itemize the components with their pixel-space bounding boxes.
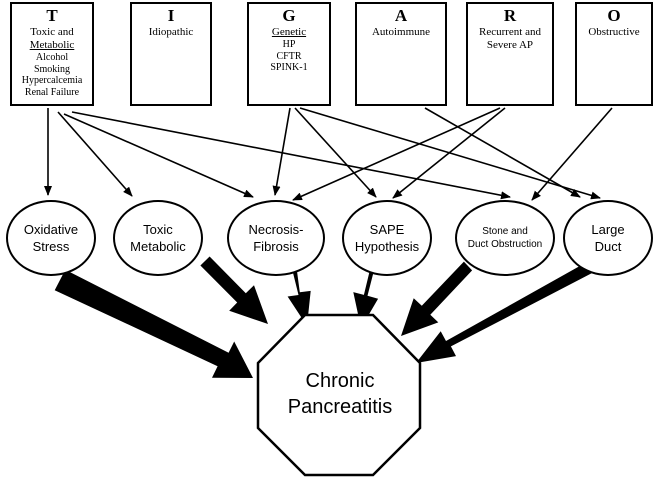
outcome-line: Pancreatitis [287, 396, 393, 418]
cause-item: Hypercalcemia [21, 75, 83, 86]
oval-line: Metabolic [130, 239, 186, 254]
chronic-pancreatitis-octagon [256, 313, 422, 477]
oval-sape-hypothesis: SAPE Hypothesis [342, 200, 432, 276]
box-label: Recurrent and [479, 26, 541, 38]
cause-item: Alcohol [35, 52, 69, 63]
thick-arrow-sape [353, 269, 379, 328]
cause-item: HP [282, 39, 296, 50]
thick-arrow-necrosis [287, 271, 311, 326]
oval-line: Fibrosis [253, 239, 299, 254]
box-recurrent-severe-ap: R Recurrent and Severe AP [466, 2, 554, 106]
box-genetic: G Genetic HP CFTR SPINK-1 [247, 2, 331, 106]
box-toxic-metabolic: T Toxic and Metabolic Alcohol Smoking Hy… [10, 2, 94, 106]
thick-arrow-largeduct [416, 258, 599, 363]
oval-line: Toxic [143, 222, 173, 237]
oval-necrosis-fibrosis: Necrosis- Fibrosis [227, 200, 325, 276]
box-label: Obstructive [588, 26, 640, 38]
box-letter: R [503, 6, 517, 25]
arrow-recurrent-to-sape [392, 107, 506, 199]
arrow-toxic-to-necrosis [63, 113, 254, 198]
outcome-line: Chronic [305, 370, 375, 392]
arrow-autoimmune-to-stone [424, 107, 581, 198]
cause-item: Renal Failure [24, 86, 80, 98]
arrow-recurrent-to-necrosis [292, 107, 501, 201]
box-letter: A [394, 6, 408, 25]
oval-line: SAPE [369, 222, 405, 237]
box-label-underlined: Genetic [271, 26, 307, 38]
box-obstructive: O Obstructive [575, 2, 653, 106]
arrow-toxic-to-stone [71, 111, 511, 200]
box-label: Severe AP [486, 39, 534, 51]
box-label: Toxic and [30, 26, 74, 38]
oval-line: Stone and [482, 226, 528, 237]
arrow-obstructive-to-stone [531, 107, 613, 201]
box-autoimmune: A Autoimmune [355, 2, 447, 106]
oval-line: Duct [594, 239, 622, 254]
box-letter: I [167, 6, 175, 25]
box-letter: O [607, 6, 621, 25]
oval-line: Stress [32, 239, 70, 254]
box-label: Autoimmune [371, 26, 431, 38]
cause-item: CFTR [276, 50, 302, 62]
arrow-toxic-to-toxicmetabolic [57, 111, 133, 197]
oval-line: Oxidative [23, 222, 79, 237]
arrow-genetic-to-sape [294, 107, 377, 198]
box-letter: G [282, 6, 296, 25]
cause-item: SPINK-1 [270, 62, 308, 73]
thick-arrow-oxidative [54, 269, 254, 378]
box-label: Idiopathic [148, 26, 194, 38]
chronic-pancreatitis-label: Chronic Pancreatitis [265, 368, 415, 420]
oval-line: Hypothesis [354, 239, 420, 254]
oval-line: Duct Obstruction [467, 239, 543, 250]
box-letter: T [46, 6, 58, 25]
box-idiopathic: I Idiopathic [130, 2, 212, 106]
box-label-underlined: Metabolic [29, 39, 75, 51]
arrow-genetic-to-necrosis [272, 107, 291, 196]
oval-line: Necrosis- [248, 222, 304, 237]
cause-item: Smoking [33, 63, 71, 75]
oval-line: Large [591, 222, 625, 237]
thick-arrow-stone [401, 261, 473, 336]
thick-arrow-toxicmetabolic [200, 256, 268, 324]
